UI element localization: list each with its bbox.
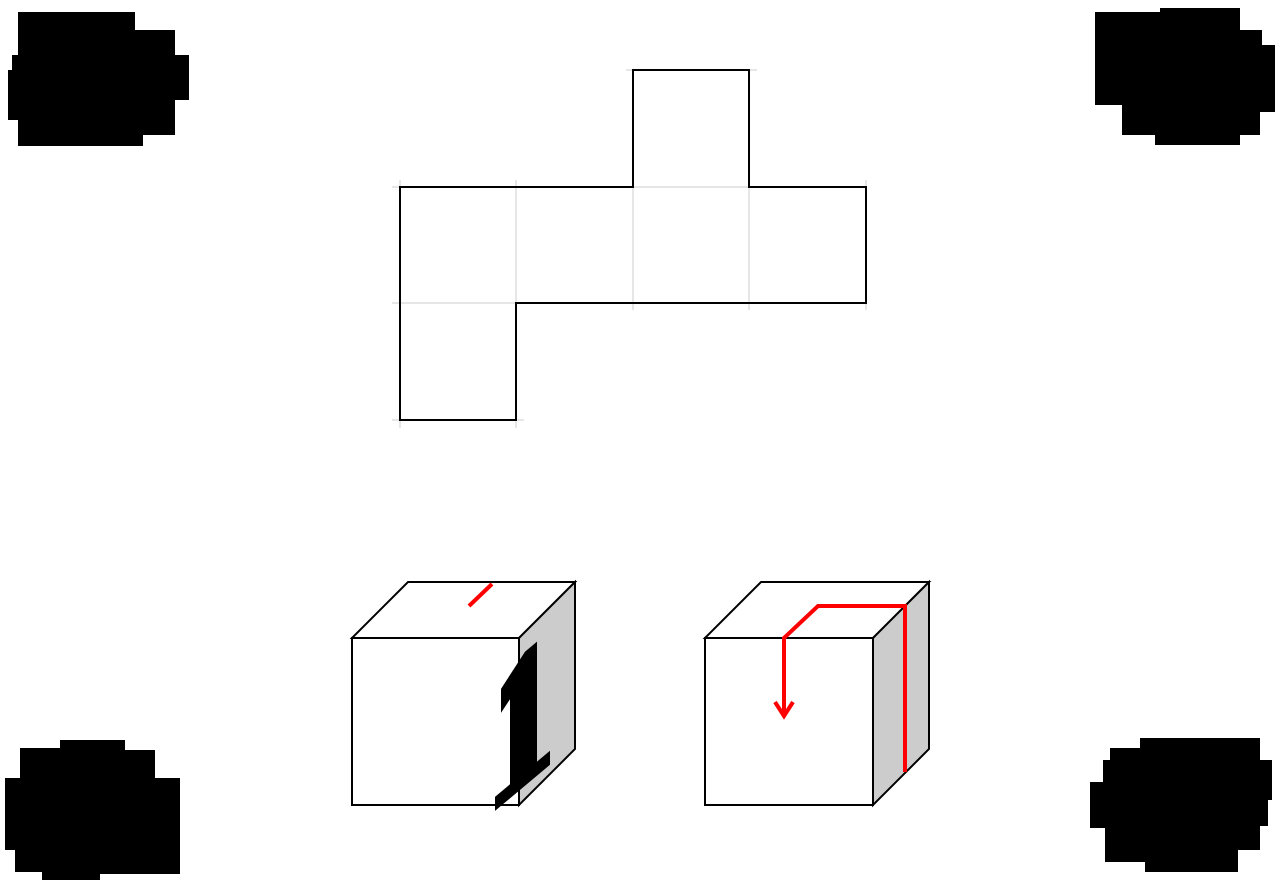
- net-outline: [399, 69, 867, 421]
- cube-1-digit-one: [495, 641, 550, 811]
- corner-blob-bottom-right: [1090, 738, 1272, 872]
- cube-2-red-arrowhead: [773, 700, 795, 720]
- cube-1: [349, 579, 578, 811]
- net-grid-lines: [392, 69, 867, 428]
- cube-1-red-mark: [467, 582, 494, 608]
- cube-net: [392, 69, 867, 428]
- cube-2-red-path: [782, 604, 907, 772]
- corner-blob-top-left: [8, 12, 189, 146]
- corner-blob-bottom-left: [5, 740, 180, 880]
- cube-2-front-face: [704, 637, 874, 806]
- cube-1-front-face: [351, 637, 520, 806]
- cube-2: [702, 579, 932, 808]
- corner-blob-top-right: [1095, 8, 1275, 145]
